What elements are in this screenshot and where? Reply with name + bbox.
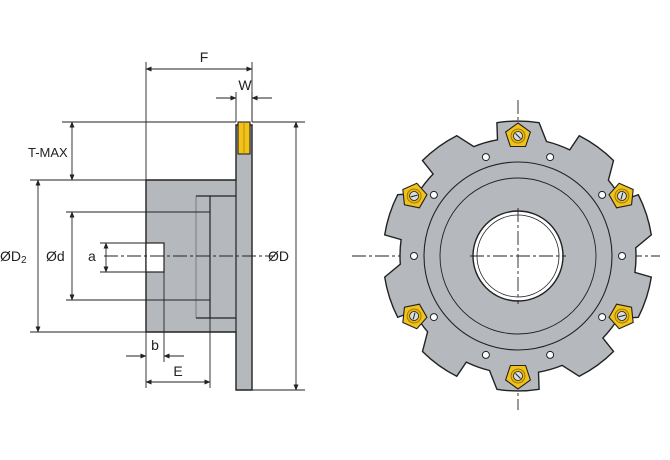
mounting-hole [546,350,555,359]
insert [608,182,634,209]
mounting-hole [410,252,418,260]
label-E: E [173,363,182,379]
insert [402,182,428,209]
mounting-hole [481,350,490,359]
insert [504,364,532,390]
inserts [402,122,634,390]
label-F: F [200,49,209,65]
label-b: b [151,337,159,353]
mounting-hole [546,153,555,162]
label-D2: ØD2 [0,248,27,266]
mounting-hole [481,153,490,162]
mounting-hole [598,313,607,322]
insert [608,303,634,330]
mounting-hole [618,252,626,260]
front-view [352,100,660,410]
mounting-hole [429,313,438,322]
label-D: ØD [268,248,289,264]
mounting-holes [410,153,626,359]
keyway-slot [145,242,165,273]
label-d: Ød [46,248,65,264]
mounting-hole [598,190,607,199]
label-W: W [238,77,252,93]
mounting-hole [429,190,438,199]
label-a: a [88,248,96,264]
insert [504,122,532,148]
insert [402,303,428,330]
label-T-MAX: T-MAX [28,145,68,160]
side-view: F W T-MAX ØD2 Ød a ØD [0,49,305,391]
hub-inner-circle [439,177,597,335]
